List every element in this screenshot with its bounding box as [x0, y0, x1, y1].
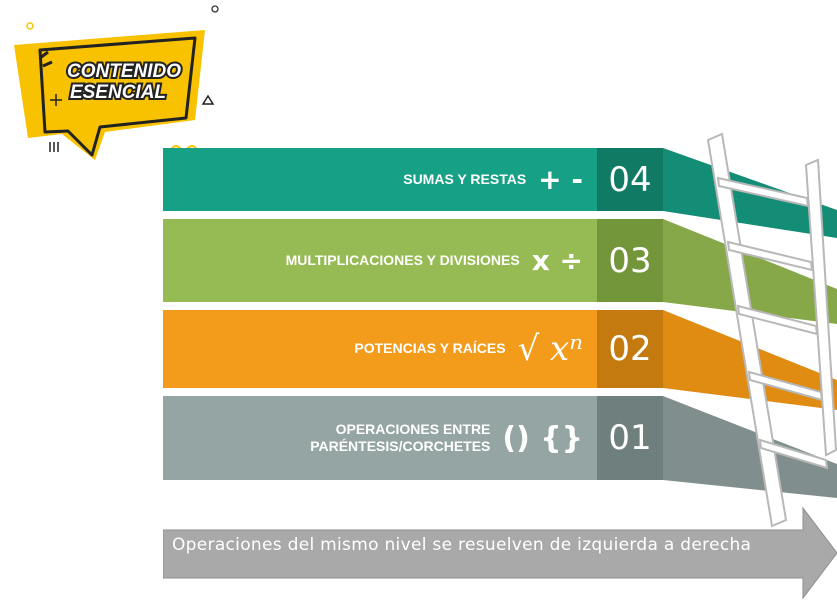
tier-label-line1: OPERACIONES ENTRE	[335, 420, 491, 437]
tier-number-face: 04	[597, 148, 663, 211]
root-power-symbol: √ xⁿ	[517, 329, 583, 369]
brackets-symbol: () {}	[502, 420, 583, 456]
plus-minus-symbol: + -	[538, 163, 583, 196]
tier-label-line2: PARÉNTESIS/CORCHETES	[310, 438, 491, 454]
tier-number-face: 03	[597, 219, 663, 302]
tier-number-face: 02	[597, 310, 663, 388]
tier-parentesis: OPERACIONES ENTRE PARÉNTESIS/CORCHETES (…	[163, 396, 597, 480]
direction-arrow	[163, 506, 837, 600]
times-divide-symbol: x ÷	[531, 244, 583, 277]
tier-label: MULTIPLICACIONES Y DIVISIONES	[285, 251, 520, 268]
tier-label: OPERACIONES ENTRE PARÉNTESIS/CORCHETES	[310, 421, 490, 456]
tier-number: 01	[608, 418, 652, 458]
tier-potencias-raices: POTENCIAS Y RAÍCES √ xⁿ	[163, 310, 597, 388]
badge-title-line1: CONTENIDO	[67, 61, 181, 82]
tier-multiplicaciones: MULTIPLICACIONES Y DIVISIONES x ÷	[163, 219, 597, 302]
tier-number: 02	[608, 329, 652, 369]
arrow-caption: Operaciones del mismo nivel se resuelven…	[172, 535, 752, 555]
tier-number: 04	[608, 159, 652, 200]
tier-number-face: 01	[597, 396, 663, 480]
tier-side-face	[663, 310, 837, 410]
tier-sumas-restas: SUMAS Y RESTAS + -	[163, 148, 597, 211]
badge-title-line2: ESENCIAL	[70, 82, 166, 103]
tier-label: SUMAS Y RESTAS	[403, 170, 527, 187]
tier-label: POTENCIAS Y RAÍCES	[354, 340, 506, 357]
tier-side-face	[663, 396, 837, 498]
tier-side-face	[663, 219, 837, 324]
tier-number: 03	[608, 240, 652, 281]
contenido-esencial-badge: CONTENIDO ESENCIAL	[14, 5, 219, 160]
